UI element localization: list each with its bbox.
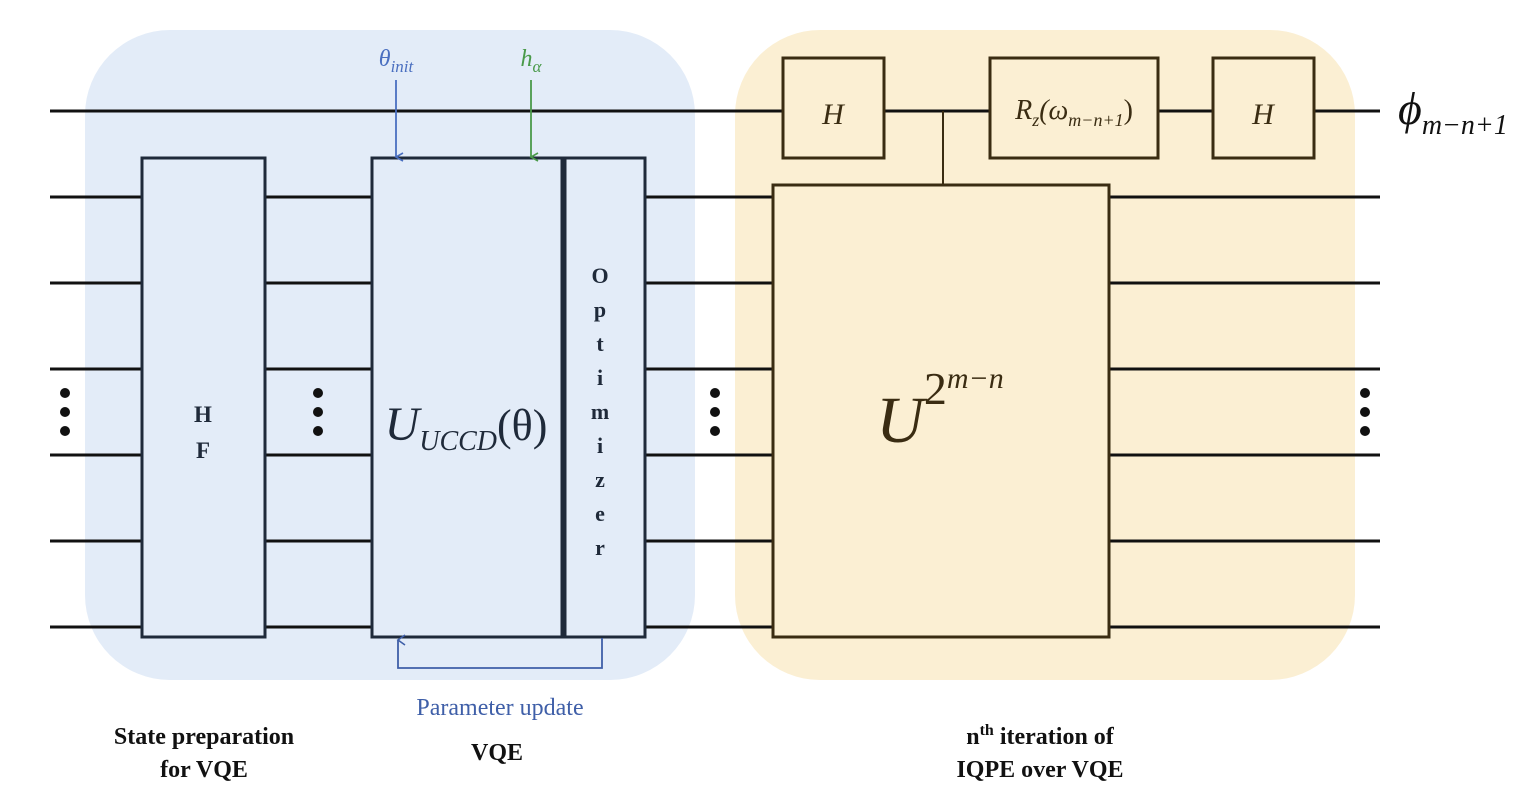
rz-gate: Rz(ωm−n+1) (988, 56, 1160, 160)
uccd-subscript: UCCD (419, 426, 497, 457)
optimizer-letter: t (596, 331, 604, 356)
vqe-caption: VQE (471, 740, 523, 766)
output-phi-base: ϕ (1398, 83, 1422, 134)
rz-close: ) (1124, 95, 1133, 126)
u-power-sup-exp: m−n (947, 362, 1004, 395)
u-power-gate: U2m−n (771, 183, 1111, 639)
hf-gate: H F (140, 156, 267, 639)
hf-label-line1: H (194, 402, 212, 427)
optimizer-letter: O (591, 263, 608, 288)
optimizer-letter: z (595, 467, 605, 492)
u-power-base: U (876, 384, 928, 457)
optimizer-letter: m (591, 399, 609, 424)
optimizer-letter: i (597, 365, 603, 390)
optimizer-letter: e (595, 501, 605, 526)
uccd-argument: (θ) (497, 401, 547, 450)
h-alpha-base: h (521, 46, 533, 72)
h-gate-1-label: H (821, 98, 846, 131)
iqpe-caption-line2: IQPE over VQE (956, 757, 1123, 783)
output-phi-label: ϕm−n+1 (1398, 83, 1508, 141)
vertical-ellipsis-icon (60, 388, 70, 436)
h-alpha-subscript: α (533, 57, 543, 76)
uccd-label: UUCCD(θ) (385, 398, 548, 457)
hf-label-line2: F (196, 438, 210, 463)
u-power-sup-base: 2 (924, 363, 947, 414)
h-alpha-input: hα (521, 46, 543, 162)
rz-subscript-z: z (1031, 110, 1039, 130)
state-prep-caption-line1: State preparation (114, 724, 294, 750)
vertical-ellipsis-icon (1360, 388, 1370, 436)
state-prep-caption-line2: for VQE (160, 757, 248, 783)
parameter-update-label: Parameter update (416, 695, 583, 721)
optimizer-letter: i (597, 433, 603, 458)
optimizer-letter: r (595, 535, 605, 560)
vertical-ellipsis-icon (313, 388, 323, 436)
rz-omega: (ω (1039, 95, 1068, 126)
theta-init-label: θinit (379, 46, 415, 76)
uccd-base: U (385, 398, 423, 451)
theta-init-base: θ (379, 46, 391, 72)
iqpe-caption-th: th (980, 722, 994, 739)
output-phi-subscript: m−n+1 (1422, 110, 1508, 141)
parameter-update-loop: Parameter update (396, 634, 603, 721)
theta-init-input: θinit (379, 46, 415, 162)
optimizer-letter: p (594, 297, 606, 322)
vertical-ellipsis-icon (710, 388, 720, 436)
iqpe-caption-rest: iteration of (994, 724, 1115, 750)
rz-subscript: m−n+1 (1068, 110, 1123, 130)
rz-label: Rz(ωm−n+1) (1014, 95, 1133, 130)
h-gate-2-label: H (1251, 98, 1276, 131)
h-gate-1: H (781, 56, 886, 160)
rz-base: R (1014, 95, 1032, 126)
iqpe-caption-line1: nth iteration of (966, 722, 1115, 750)
uccd-gate: UUCCD(θ) (370, 156, 564, 639)
theta-init-subscript: init (391, 57, 415, 76)
h-alpha-label: hα (521, 46, 543, 76)
iqpe-caption-n: n (966, 724, 979, 750)
u-power-label: U2m−n (876, 362, 1004, 457)
h-gate-2: H (1211, 56, 1316, 160)
